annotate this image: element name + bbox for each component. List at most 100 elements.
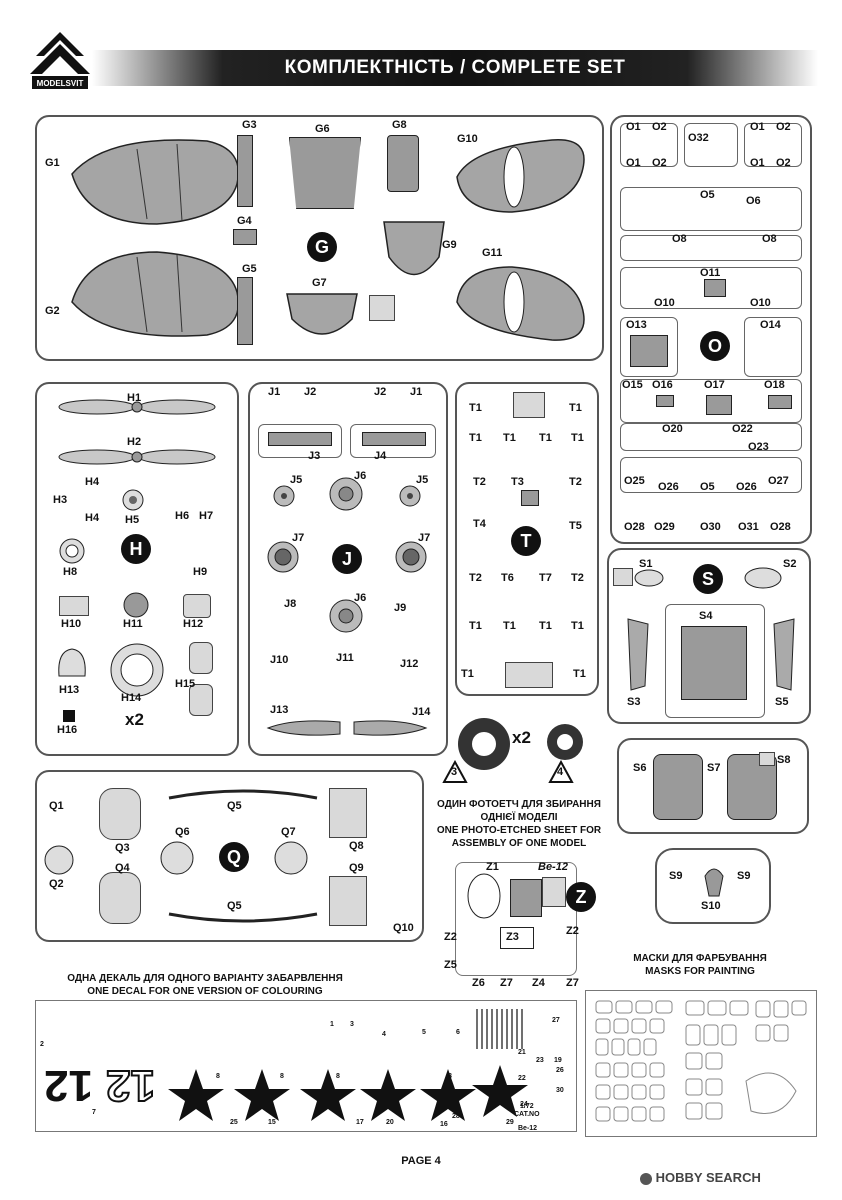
photo-etch-note: ОДИН ФОТОЕТЧ ДЛЯ ЗБИРАННЯ ОДНІЄЇ МОДЕЛІ … bbox=[436, 799, 602, 849]
part-h16 bbox=[63, 710, 75, 722]
mask-shapes bbox=[595, 1000, 807, 1122]
decal-number: 8 bbox=[216, 1073, 220, 1080]
photo-etch-sheet: Z1 Be-12 Z3 Z2 Z2 Z5 Z6 Z7 Z4 Z7 bbox=[444, 861, 579, 989]
label-o28: O28 bbox=[624, 521, 645, 533]
label-s8: S8 bbox=[777, 754, 791, 766]
label-t1: T1 bbox=[503, 620, 516, 632]
label-t1: T1 bbox=[469, 432, 482, 444]
decal-number: 3 bbox=[350, 1021, 354, 1028]
label-o23: O23 bbox=[748, 441, 769, 453]
decal-number: 24 bbox=[520, 1101, 528, 1108]
decal-star-5 bbox=[420, 1069, 476, 1121]
decal-small-markings bbox=[476, 1009, 526, 1049]
label-g10: G10 bbox=[457, 133, 478, 145]
label-q1: Q1 bbox=[49, 800, 64, 812]
label-j3: J3 bbox=[308, 450, 321, 462]
label-h6: H6 bbox=[175, 510, 190, 522]
label-g9: G9 bbox=[442, 239, 457, 251]
decal-number: 20 bbox=[386, 1119, 394, 1126]
part-q2 bbox=[44, 845, 74, 875]
part-q7 bbox=[274, 841, 308, 875]
part-h2 bbox=[58, 449, 216, 465]
label-z7: Z7 bbox=[566, 977, 579, 989]
label-o13: O13 bbox=[626, 319, 647, 331]
label-z4: Z4 bbox=[532, 977, 545, 989]
part-h5 bbox=[122, 489, 144, 511]
decal-number: 26 bbox=[556, 1067, 564, 1074]
label-s9: S9 bbox=[669, 870, 683, 882]
page-number: PAGE 4 bbox=[401, 1155, 441, 1167]
part-z1-detail-b bbox=[542, 877, 566, 907]
masks-note: МАСКИ ДЛЯ ФАРБУВАННЯ MASKS FOR PAINTING bbox=[633, 953, 767, 977]
tire-large bbox=[458, 718, 510, 770]
decal-number: 8 bbox=[280, 1073, 284, 1080]
part-h8 bbox=[59, 538, 85, 564]
label-j10: J10 bbox=[270, 654, 289, 666]
part-j6 bbox=[329, 477, 363, 511]
sprue-o: O1 O2 O32 O1 O2 O1 O2 O1 O2 O5 O6 O8 O8 … bbox=[610, 115, 812, 544]
label-t7: T7 bbox=[539, 572, 552, 584]
label-o8: O8 bbox=[762, 233, 777, 245]
decal-number: 17 bbox=[356, 1119, 364, 1126]
cell-o5-o6 bbox=[620, 187, 802, 231]
part-g9 bbox=[383, 221, 445, 276]
label-z3: Z3 bbox=[506, 931, 519, 943]
label-o26: O26 bbox=[658, 481, 679, 493]
part-s3 bbox=[627, 618, 649, 691]
part-j5b bbox=[399, 485, 421, 507]
label-t6: T6 bbox=[501, 572, 514, 584]
label-t1: T1 bbox=[469, 620, 482, 632]
decal-number: 28 bbox=[452, 1113, 460, 1120]
label-j5: J5 bbox=[290, 474, 303, 486]
label-t2: T2 bbox=[473, 476, 486, 488]
part-s10 bbox=[704, 868, 724, 897]
decal-note: ОДНА ДЕКАЛЬ ДЛЯ ОДНОГО ВАРІАНТУ ЗАБАРВЛЕ… bbox=[67, 973, 343, 997]
sprue-j-id: J bbox=[332, 544, 362, 574]
label-t1: T1 bbox=[569, 402, 582, 414]
part-o17 bbox=[706, 395, 732, 415]
label-q10: Q10 bbox=[393, 922, 414, 934]
part-q6 bbox=[160, 841, 194, 875]
label-o30: O30 bbox=[700, 521, 721, 533]
label-g3: G3 bbox=[242, 119, 257, 131]
label-t1: T1 bbox=[461, 668, 474, 680]
label-o2: O2 bbox=[776, 157, 791, 169]
part-j3 bbox=[268, 432, 332, 446]
label-s7: S7 bbox=[707, 762, 721, 774]
label-o17: O17 bbox=[704, 379, 725, 391]
label-g2: G2 bbox=[45, 305, 60, 317]
label-j8: J8 bbox=[284, 598, 297, 610]
label-h2: H2 bbox=[127, 436, 142, 448]
part-h15 bbox=[189, 642, 213, 674]
tire-small bbox=[547, 724, 583, 760]
label-q2: Q2 bbox=[49, 878, 64, 890]
label-t1: T1 bbox=[469, 402, 482, 414]
label-s1: S1 bbox=[639, 558, 653, 570]
part-h10 bbox=[59, 596, 89, 616]
part-h12 bbox=[183, 594, 211, 618]
part-z1-detail bbox=[510, 879, 542, 917]
part-h14 bbox=[110, 643, 164, 697]
decal-star-2 bbox=[234, 1069, 290, 1121]
part-g11 bbox=[456, 266, 585, 341]
label-j11: J11 bbox=[336, 652, 354, 664]
label-o14: O14 bbox=[760, 319, 781, 331]
part-t3 bbox=[521, 490, 539, 506]
cell-o1-o2-a bbox=[620, 123, 678, 167]
label-j1: J1 bbox=[410, 386, 423, 398]
part-g4 bbox=[233, 229, 257, 245]
label-t3: T3 bbox=[511, 476, 524, 488]
label-s6: S6 bbox=[633, 762, 647, 774]
label-o6: O6 bbox=[746, 195, 761, 207]
label-o5: O5 bbox=[700, 189, 715, 201]
part-j14 bbox=[353, 720, 428, 736]
label-o16: O16 bbox=[652, 379, 673, 391]
label-t4: T4 bbox=[473, 518, 486, 530]
sprue-q: Q1 Q3 Q4 Q2 Q5 Q6 Q Q7 Q5 Q8 Q9 Q10 bbox=[35, 770, 424, 942]
label-o10: O10 bbox=[750, 297, 771, 309]
sprue-s: S1 S S2 S4 S3 S5 bbox=[607, 548, 811, 724]
label-q7: Q7 bbox=[281, 826, 296, 838]
part-s1-tab bbox=[613, 568, 633, 586]
part-g3 bbox=[237, 135, 253, 207]
sprue-t-tab-b bbox=[505, 662, 553, 688]
